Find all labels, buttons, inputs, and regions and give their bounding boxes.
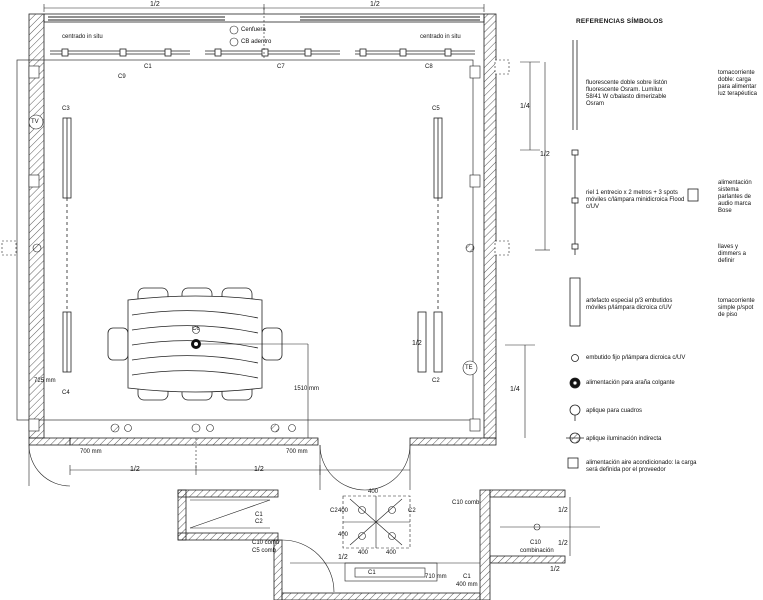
grid-400-bottom-b: 400 (386, 550, 397, 556)
tag-c2-left: C2 (330, 508, 338, 514)
lower-walls (177, 489, 566, 600)
legend-title: REFERENCIAS SÍMBOLOS (576, 18, 664, 25)
tag-c3: C3 (62, 106, 70, 112)
grid-400-top: 400 (368, 489, 379, 495)
grid-400-bottom-a: 400 (358, 550, 369, 556)
top-dim-left: 1/2 (150, 1, 160, 8)
ceiling-center-marker (229, 8, 265, 60)
dim-left: 725 mm (34, 378, 56, 384)
dim-mid-left: 1/2 (412, 340, 422, 347)
top-window-left (48, 16, 225, 21)
small-door (281, 539, 335, 593)
tag-c7: C7 (277, 64, 285, 70)
legend-item-wall-light: aplique para cuadros (586, 408, 643, 414)
c10-comb-top: C10 comb (452, 500, 480, 506)
tag-c9: C9 (118, 74, 126, 80)
left-wall-devices (1, 65, 44, 432)
te-tag: TE (465, 365, 473, 371)
c1-label: C1 (255, 512, 263, 518)
dim-bottom-left-half: 1/2 (130, 466, 140, 473)
dim-half-right-c: 1/2 (550, 566, 560, 573)
top-window-right (300, 16, 480, 21)
dim-710: 710 mm (425, 574, 447, 580)
top-track-left (50, 48, 190, 57)
dim-right-lower: 1/4 (510, 386, 520, 393)
c5-comb: C5 comb (252, 548, 277, 554)
dim-half-right-a: 1/2 (558, 507, 568, 514)
dim-700-right: 700 mm (286, 449, 308, 455)
c10-comb-left: C10 comb (252, 540, 280, 546)
right-fluorescent-lower (417, 198, 443, 373)
tag-c6: C6 (192, 326, 200, 332)
dim-700-left: 700 mm (80, 449, 102, 455)
legend-item-speaker: alimentación sistema parlantes de audio … (718, 180, 752, 214)
centered-label-left: centrado in situ (62, 34, 103, 40)
dim-400: 400 mm (456, 582, 478, 588)
tag-c4: C4 (62, 390, 70, 396)
c1-tag-corner: C1 (463, 574, 471, 580)
right-dimensions (505, 61, 550, 438)
pendant-feed (191, 326, 309, 438)
combinacion-label: combinación (520, 548, 554, 554)
tag-c2-right: C2 (408, 508, 416, 514)
legend-item-indirect: aplique iluminación indirecta (586, 436, 662, 442)
tag-c1: C1 (144, 64, 152, 70)
legend-item-recessed: embutido fijo p/lámpara dicroica c/UV (586, 355, 686, 361)
top-track-right (355, 48, 475, 57)
legend-item-track: riel 1 entrecio x 2 metros + 3 spots móv… (586, 190, 685, 210)
lower-right-dims (290, 497, 600, 564)
centered-label-right: centrado in situ (420, 34, 461, 40)
top-track-center (205, 48, 340, 57)
c10-tag: C10 (530, 540, 542, 546)
tv-tag: TV (31, 119, 39, 125)
spot-grid (342, 495, 411, 549)
grid-400-left-b: 400 (338, 532, 349, 538)
ceiling-note-a: Cenfuera (241, 27, 266, 33)
legend-item-floor-outlet: tomacorriente simple p/spot de piso (718, 298, 755, 318)
legend-symbols (566, 40, 699, 469)
dim-bottom-right-half: 1/2 (254, 466, 264, 473)
dim-right-upper: 1/4 (520, 103, 530, 110)
entrance-door (28, 444, 71, 487)
tag-c5: C5 (432, 106, 440, 112)
counter (344, 562, 438, 582)
left-fluorescent-lower (62, 198, 72, 373)
legend-item-double-outlet: tomacorriente doble: carga para alimenta… (718, 70, 758, 97)
bottom-room-devices (110, 423, 296, 433)
top-dim-right: 1/2 (370, 1, 380, 8)
legend-item-switch: llaves y dimmers a definir (718, 244, 747, 264)
legend-item-special: artefacto especial p/3 embutidos móviles… (586, 298, 673, 311)
room-interior (16, 59, 474, 421)
c1-tag-counter: C1 (368, 570, 376, 576)
legend-item-fluorescent: fluorescente doble sobre listón fluoresc… (586, 80, 668, 107)
grid-half-bottom: 1/2 (338, 554, 348, 561)
cabinet (189, 499, 271, 529)
left-fluorescent-upper (62, 117, 72, 199)
tag-c8: C8 (425, 64, 433, 70)
dim-right-mid: 1/2 (540, 151, 550, 158)
right-fluorescent-upper (433, 117, 443, 199)
grid-400-left-a: 400 (338, 508, 349, 514)
dim-half-right-b: 1/2 (558, 540, 568, 547)
dim-vertical: 1510 mm (294, 386, 320, 392)
tag-c2: C2 (432, 378, 440, 384)
double-door (319, 444, 411, 491)
c2-label: C2 (255, 519, 263, 525)
main-room-walls (28, 13, 497, 446)
legend-item-ac: alimentación aire acondicionado: la carg… (586, 460, 697, 473)
right-wall-devices (462, 59, 510, 432)
legend-item-pendant: alimentación para araña colgante (586, 380, 675, 386)
ceiling-note-b: CB adentro (241, 39, 272, 45)
